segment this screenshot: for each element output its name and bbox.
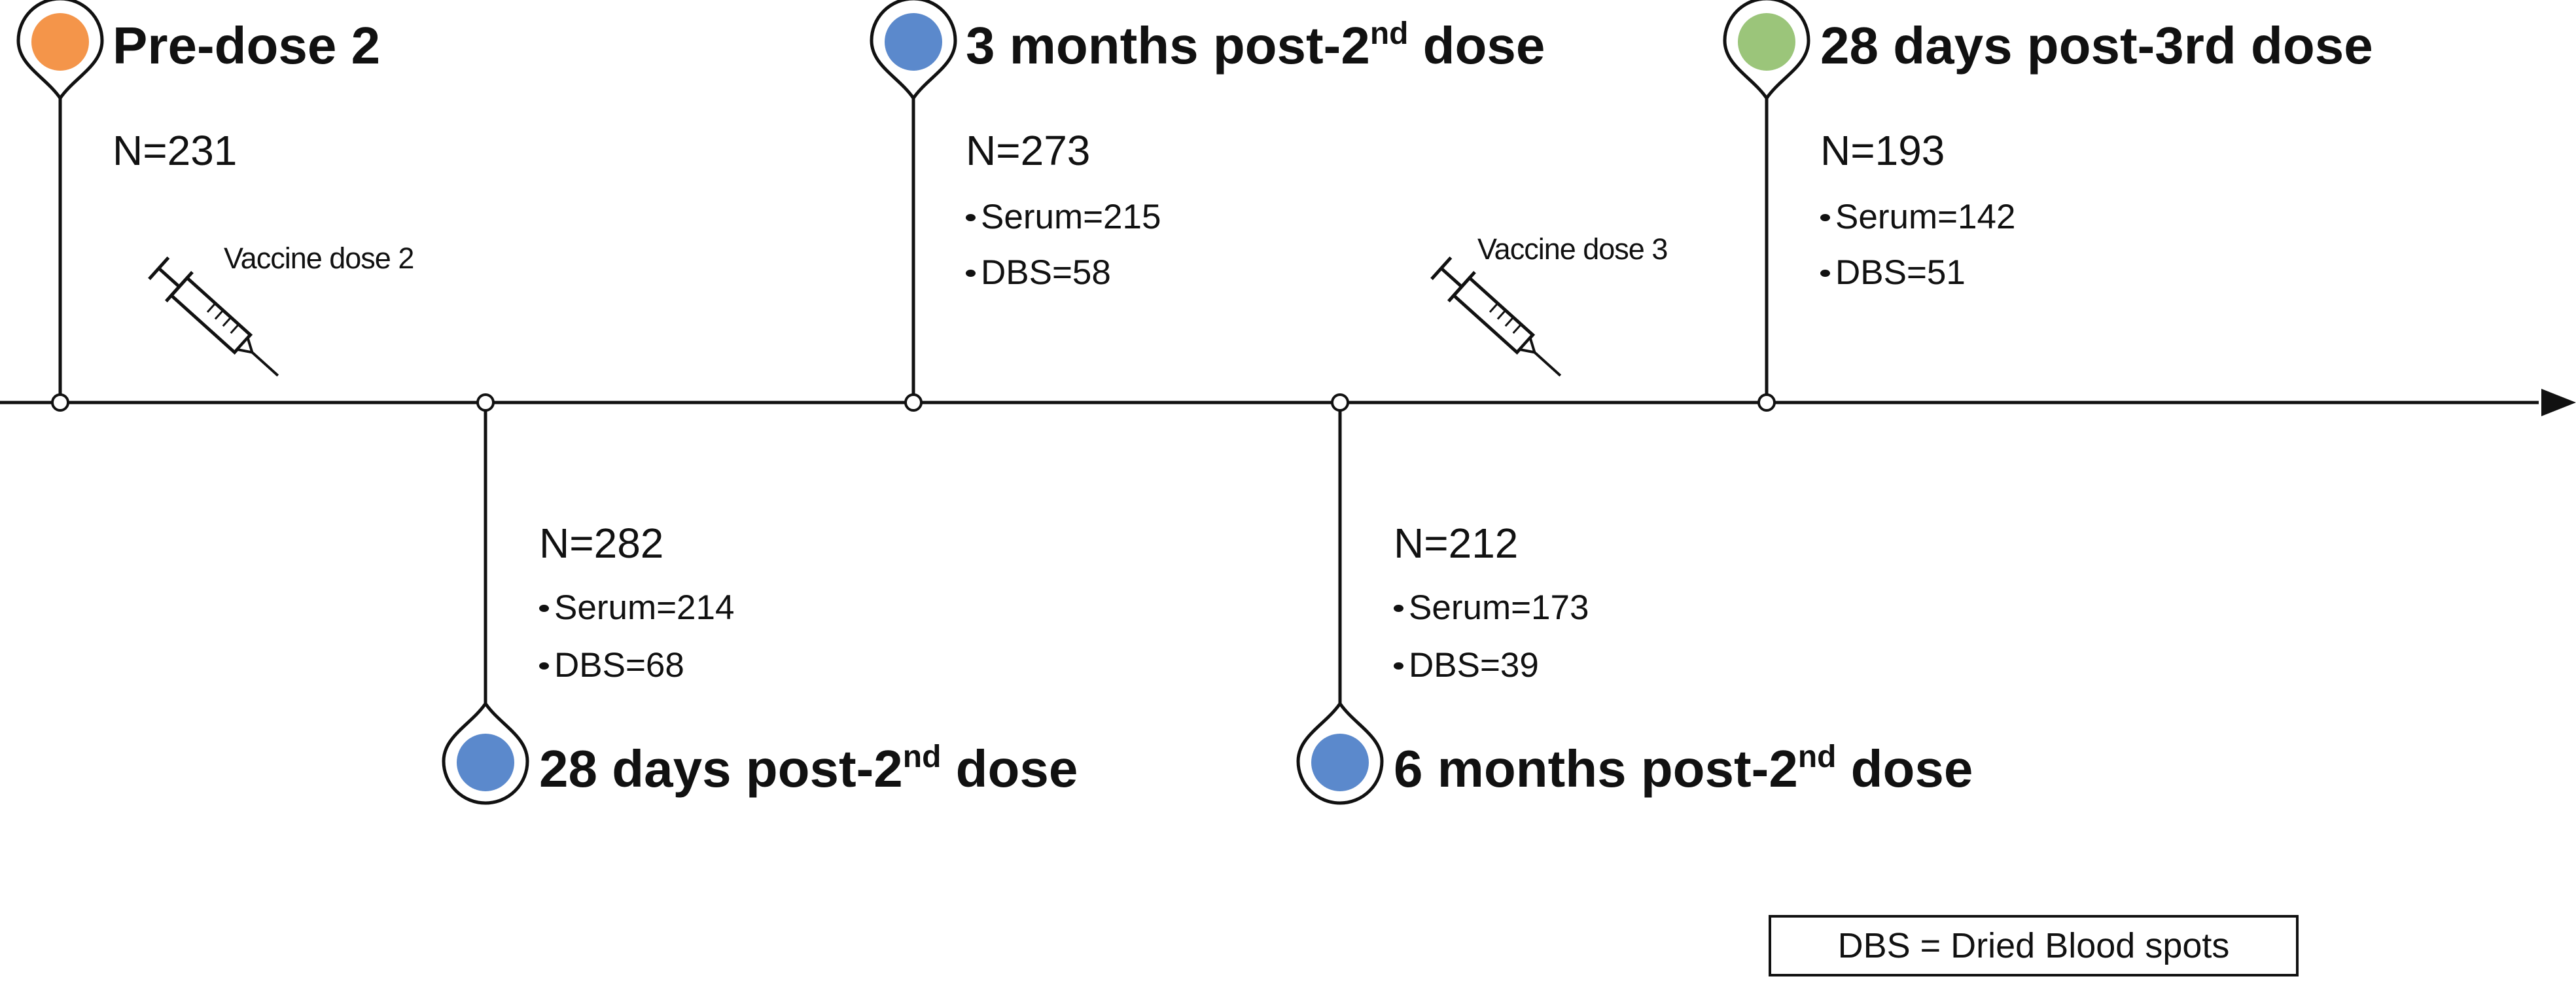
legend-text: DBS = Dried Blood spots xyxy=(1837,926,2230,965)
milestone-n-pre-dose-2: N=231 xyxy=(113,127,238,174)
map-pin-icon xyxy=(870,0,957,101)
milestone-n-28-days-post-3rd: N=193 xyxy=(1820,127,1945,174)
pin-dot-pre-dose xyxy=(31,13,89,71)
map-pin-icon xyxy=(442,700,529,805)
syringe-icon xyxy=(148,256,279,377)
milestone-serum-28-days-post-2nd: Serum=214 xyxy=(539,590,734,625)
vaccine-label-dose-2: Vaccine dose 2 xyxy=(224,242,414,275)
bullet-icon xyxy=(966,213,976,221)
map-pin-icon xyxy=(1723,0,1810,101)
milestone-serum-3-months-post-2nd: Serum=215 xyxy=(966,200,1161,234)
axis-node xyxy=(51,393,69,412)
pin-dot-post-2nd xyxy=(457,734,514,791)
milestone-dbs-28-days-post-3rd: DBS=51 xyxy=(1820,255,1966,290)
milestone-title-28-days-post-2nd: 28 days post-2nd dose xyxy=(539,740,1078,798)
axis-node xyxy=(1757,393,1776,412)
milestone-n-28-days-post-2nd: N=282 xyxy=(539,520,664,567)
milestone-serum-28-days-post-3rd: Serum=142 xyxy=(1820,200,2015,234)
axis-node xyxy=(476,393,495,412)
milestone-title-3-months-post-2nd: 3 months post-2nd dose xyxy=(966,16,1545,75)
milestone-n-3-months-post-2nd: N=273 xyxy=(966,127,1091,174)
axis-node xyxy=(904,393,923,412)
milestone-dbs-28-days-post-2nd: DBS=68 xyxy=(539,648,684,683)
milestone-dbs-6-months-post-2nd: DBS=39 xyxy=(1394,648,1539,683)
timeline-arrowhead xyxy=(2541,389,2576,416)
bullet-icon xyxy=(1394,662,1403,670)
milestone-dbs-3-months-post-2nd: DBS=58 xyxy=(966,255,1111,290)
map-pin-icon xyxy=(16,0,104,101)
milestone-title-6-months-post-2nd: 6 months post-2nd dose xyxy=(1394,740,1973,798)
syringe-icon xyxy=(1430,256,1562,377)
bullet-icon xyxy=(1394,604,1403,612)
pin-dot-post-2nd xyxy=(885,13,942,71)
milestone-n-6-months-post-2nd: N=212 xyxy=(1394,520,1519,567)
pin-dot-post-3rd xyxy=(1738,13,1795,71)
milestone-title-pre-dose-2: Pre-dose 2 xyxy=(113,16,381,75)
axis-node xyxy=(1331,393,1349,412)
legend-box: DBS = Dried Blood spots xyxy=(1769,915,2299,976)
milestone-serum-6-months-post-2nd: Serum=173 xyxy=(1394,590,1589,625)
bullet-icon xyxy=(1820,213,1830,221)
bullet-icon xyxy=(539,662,549,670)
bullet-icon xyxy=(1820,269,1830,277)
vaccine-label-dose-3: Vaccine dose 3 xyxy=(1477,232,1668,266)
milestone-title-28-days-post-3rd: 28 days post-3rd dose xyxy=(1820,16,2373,75)
map-pin-icon xyxy=(1296,700,1384,805)
bullet-icon xyxy=(539,604,549,612)
bullet-icon xyxy=(966,269,976,277)
pin-dot-post-2nd xyxy=(1311,734,1369,791)
